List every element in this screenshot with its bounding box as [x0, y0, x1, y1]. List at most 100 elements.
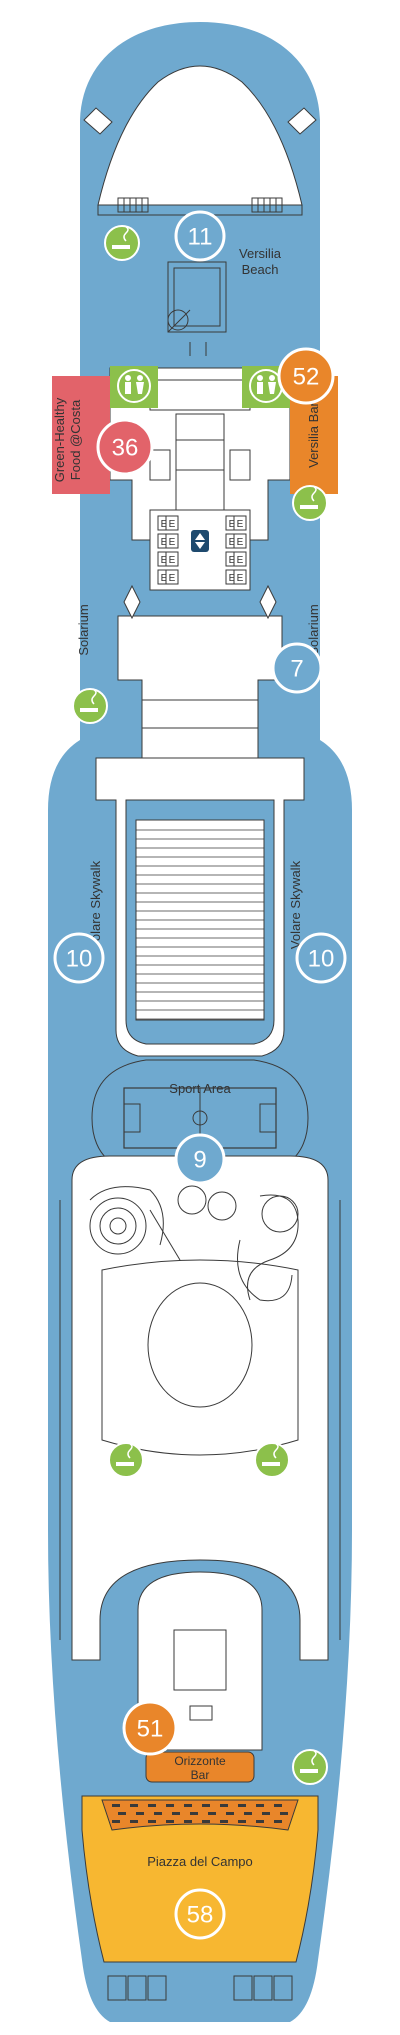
- piazza-del-campo-label[interactable]: Piazza del Campo: [147, 1854, 253, 1869]
- solarium-right-label: Solarium: [306, 604, 321, 655]
- seat: [148, 1804, 156, 1807]
- pool-deck: [71, 1155, 329, 1661]
- seat: [226, 1812, 234, 1815]
- cigarette-shape: [80, 708, 98, 712]
- marker-10-left[interactable]: 10: [53, 932, 105, 984]
- smoking-icon: [104, 225, 140, 261]
- cigarette-shape: [262, 1462, 280, 1466]
- elevator-letter: E: [229, 573, 236, 584]
- svg-text:9: 9: [193, 1147, 206, 1174]
- elevator-icon: [165, 515, 179, 531]
- marker-52[interactable]: 52: [277, 347, 335, 405]
- marker-10-right[interactable]: 10: [295, 932, 347, 984]
- lifeboat-icon: [287, 107, 317, 135]
- elevator-icon: [165, 569, 179, 585]
- elevator-letter: E: [237, 537, 244, 548]
- marker-36[interactable]: 36: [96, 418, 154, 476]
- up-down-arrows-icon: [191, 530, 209, 552]
- smoke-wisp: [127, 1443, 133, 1459]
- elevator-icon: [233, 533, 247, 549]
- volare-skywalk-left-label: Volare Skywalk: [88, 860, 103, 949]
- elevator-letter: E: [161, 519, 168, 530]
- elevator-icon: [233, 551, 247, 567]
- waterslides: [89, 1185, 299, 1302]
- court-key-left: [124, 1103, 141, 1133]
- orizzonte-label-2[interactable]: Bar: [191, 1768, 210, 1782]
- smoke-wisp: [123, 226, 129, 242]
- restroom-icon: [117, 369, 151, 403]
- lifeboat-icon: [259, 584, 277, 620]
- mast-structure: [167, 261, 227, 356]
- orizzonte-label-1[interactable]: Orizzonte: [174, 1754, 226, 1768]
- elevator-letter: E: [237, 573, 244, 584]
- court-key-right: [259, 1103, 276, 1133]
- smoking-icon-bg: [108, 1442, 144, 1478]
- cigarette-shape: [116, 1462, 134, 1466]
- solarium-deck: [117, 615, 283, 761]
- elevator-letter: E: [161, 573, 168, 584]
- seat: [208, 1812, 216, 1815]
- smoking-icon: [292, 1749, 328, 1785]
- seat: [112, 1804, 120, 1807]
- cigarette-shape: [112, 245, 130, 249]
- svg-text:58: 58: [187, 1902, 214, 1929]
- seat: [280, 1812, 288, 1815]
- marker-58[interactable]: 58: [174, 1888, 226, 1940]
- seat: [130, 1804, 138, 1807]
- restroom-icon: [249, 369, 283, 403]
- smoking-icon: [254, 1442, 290, 1478]
- aft-structure: [137, 1571, 263, 1751]
- down-arrow: [195, 542, 205, 549]
- seat: [220, 1820, 228, 1823]
- lifeboat-icon: [123, 584, 141, 620]
- lifeboat-icon: [83, 107, 113, 135]
- marker-9[interactable]: 9: [174, 1133, 226, 1185]
- seat: [220, 1804, 228, 1807]
- svg-text:11: 11: [188, 224, 213, 251]
- elevator-icon: [233, 515, 247, 531]
- orizzonte-bar-area: [145, 1751, 255, 1783]
- cigarette-shape: [300, 1769, 318, 1773]
- elevator-letter: E: [161, 537, 168, 548]
- seat: [148, 1820, 156, 1823]
- elevator-icon: [165, 533, 179, 549]
- elevator-letter: E: [229, 519, 236, 530]
- elevator-letter: E: [237, 519, 244, 530]
- smoking-icon-bg: [292, 1749, 328, 1785]
- sport-area-label: Sport Area: [169, 1081, 231, 1096]
- smoke-wisp: [311, 1750, 317, 1766]
- versilia-beach-label-2[interactable]: Beach: [242, 262, 279, 277]
- elevator-letter: E: [161, 555, 168, 566]
- smoke-wisp: [311, 486, 317, 502]
- seating-dots: [112, 1804, 288, 1823]
- bow-deck: [97, 65, 303, 206]
- elevator-letter: E: [169, 537, 176, 548]
- seat: [256, 1820, 264, 1823]
- marker-51[interactable]: 51: [122, 1700, 178, 1756]
- seat: [184, 1820, 192, 1823]
- marker-11[interactable]: 11: [174, 210, 226, 262]
- smoking-icon: [108, 1442, 144, 1478]
- seat: [238, 1820, 246, 1823]
- cigarette-shape: [300, 505, 318, 509]
- elevator-letter: E: [169, 519, 176, 530]
- seat: [154, 1812, 162, 1815]
- solarium-left-area: [110, 534, 130, 614]
- smoking-icon-bg: [72, 688, 108, 724]
- seat: [256, 1804, 264, 1807]
- green-healthy-label-1: Green-Healthy: [52, 397, 67, 482]
- bow-stairs: [117, 197, 283, 213]
- smoking-icon: [72, 688, 108, 724]
- marker-7[interactable]: 7: [271, 642, 323, 694]
- seat: [166, 1804, 174, 1807]
- solarium-left-label: Solarium: [76, 604, 91, 655]
- seat: [244, 1812, 252, 1815]
- elevator-icon: [233, 569, 247, 585]
- versilia-beach-label-1[interactable]: Versilia: [239, 246, 282, 261]
- versilia-bar-label[interactable]: Versilia Bar: [306, 401, 321, 467]
- elevator-letter: E: [169, 555, 176, 566]
- stern-boxes: [107, 1975, 293, 2001]
- seat: [202, 1820, 210, 1823]
